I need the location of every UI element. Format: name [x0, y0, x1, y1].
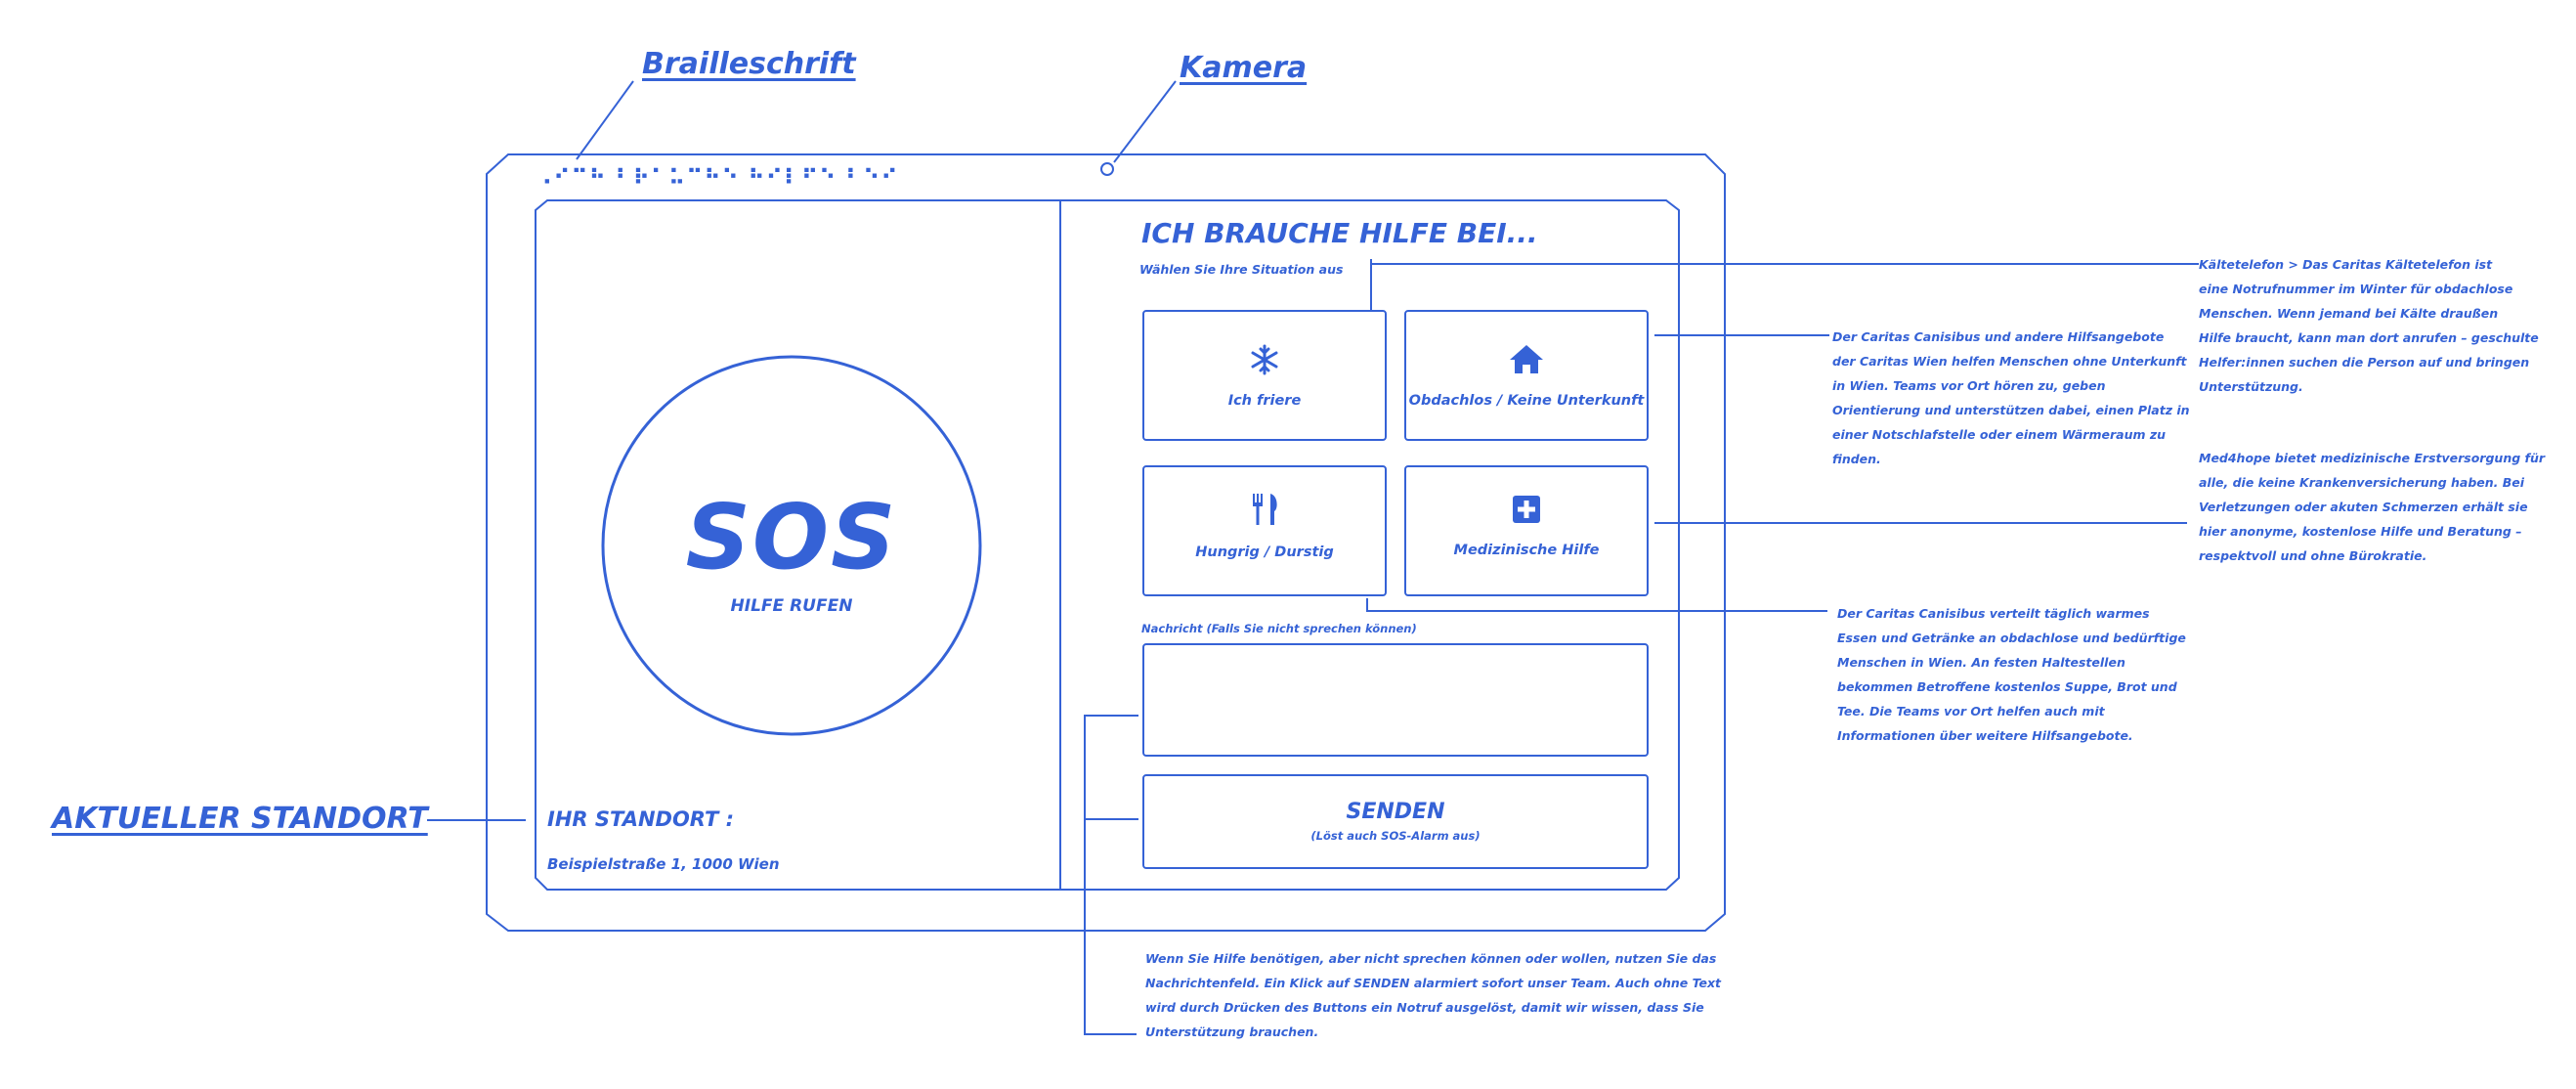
medical-cross-icon	[1513, 496, 1540, 523]
option-cold-label: Ich friere	[1227, 393, 1302, 409]
note-canisibus-food: Der Caritas Canisibus verteilt täglich w…	[1837, 606, 2186, 743]
sos-label: SOS	[685, 485, 898, 589]
option-box-hungry	[1142, 465, 1387, 596]
sos-sub-label: HILFE RUFEN	[730, 596, 853, 616]
callout-camera: Kamera	[1180, 51, 1308, 85]
option-hungry-button[interactable]: Hungrig / Durstig	[1143, 533, 1386, 572]
braille-strip: ⠠⠊⠉⠓ ⠃⠗⠁⠥⠉⠓⠑ ⠓⠊⠇⠋⠑ ⠃⠑⠊	[536, 166, 899, 191]
option-box-cold	[1142, 310, 1387, 441]
help-subtitle: Wählen Sie Ihre Situation aus	[1139, 262, 1344, 277]
option-hungry-label: Hungrig / Durstig	[1195, 544, 1334, 560]
note-kaeltetelefon: Kältetelefon > Das Caritas Kältetelefon …	[2199, 257, 2539, 394]
sos-button[interactable]: SOS HILFE RUFEN	[603, 357, 980, 734]
tablet-screen	[535, 199, 1680, 891]
callout-location: AKTUELLER STANDORT	[52, 802, 428, 836]
snowflake-icon	[1251, 344, 1278, 375]
send-box	[1142, 774, 1649, 869]
option-homeless-label: Obdachlos / Keine Unterkunft	[1408, 393, 1645, 409]
camera-lens	[1100, 162, 1114, 176]
message-label: Nachricht (Falls Sie nicht sprechen könn…	[1141, 622, 1417, 635]
option-cold-button[interactable]: Ich friere	[1143, 381, 1386, 420]
option-box-medical	[1404, 465, 1649, 596]
help-title: ICH BRAUCHE HILFE BEI...	[1141, 217, 1538, 249]
note-canisibus-shelter: Der Caritas Canisibus und andere Hilfsan…	[1832, 329, 2190, 466]
send-button[interactable]: SENDEN (Löst auch SOS-Alarm aus)	[1143, 775, 1648, 868]
callout-braille: Brailleschrift	[642, 47, 856, 81]
option-homeless-button[interactable]: Obdachlos / Keine Unterkunft	[1405, 381, 1648, 420]
location-title: IHR STANDORT :	[547, 807, 735, 831]
sos-circle	[601, 355, 982, 736]
send-sub-label: (Löst auch SOS-Alarm aus)	[1310, 829, 1481, 843]
message-box	[1142, 643, 1649, 757]
tablet-frame	[486, 153, 1726, 932]
location-address: Beispielstraße 1, 1000 Wien	[547, 855, 780, 873]
option-medical-label: Medizinische Hilfe	[1453, 543, 1600, 558]
note-med4hope: Med4hope bietet medizinische Erstversorg…	[2199, 451, 2546, 563]
fork-knife-icon	[1253, 494, 1277, 525]
note-message: Wenn Sie Hilfe benötigen, aber nicht spr…	[1145, 951, 1722, 1039]
message-input[interactable]	[1145, 646, 1646, 754]
option-medical-button[interactable]: Medizinische Hilfe	[1405, 531, 1648, 570]
home-icon	[1510, 345, 1543, 373]
send-label: SENDEN	[1346, 800, 1445, 824]
option-box-homeless	[1404, 310, 1649, 441]
